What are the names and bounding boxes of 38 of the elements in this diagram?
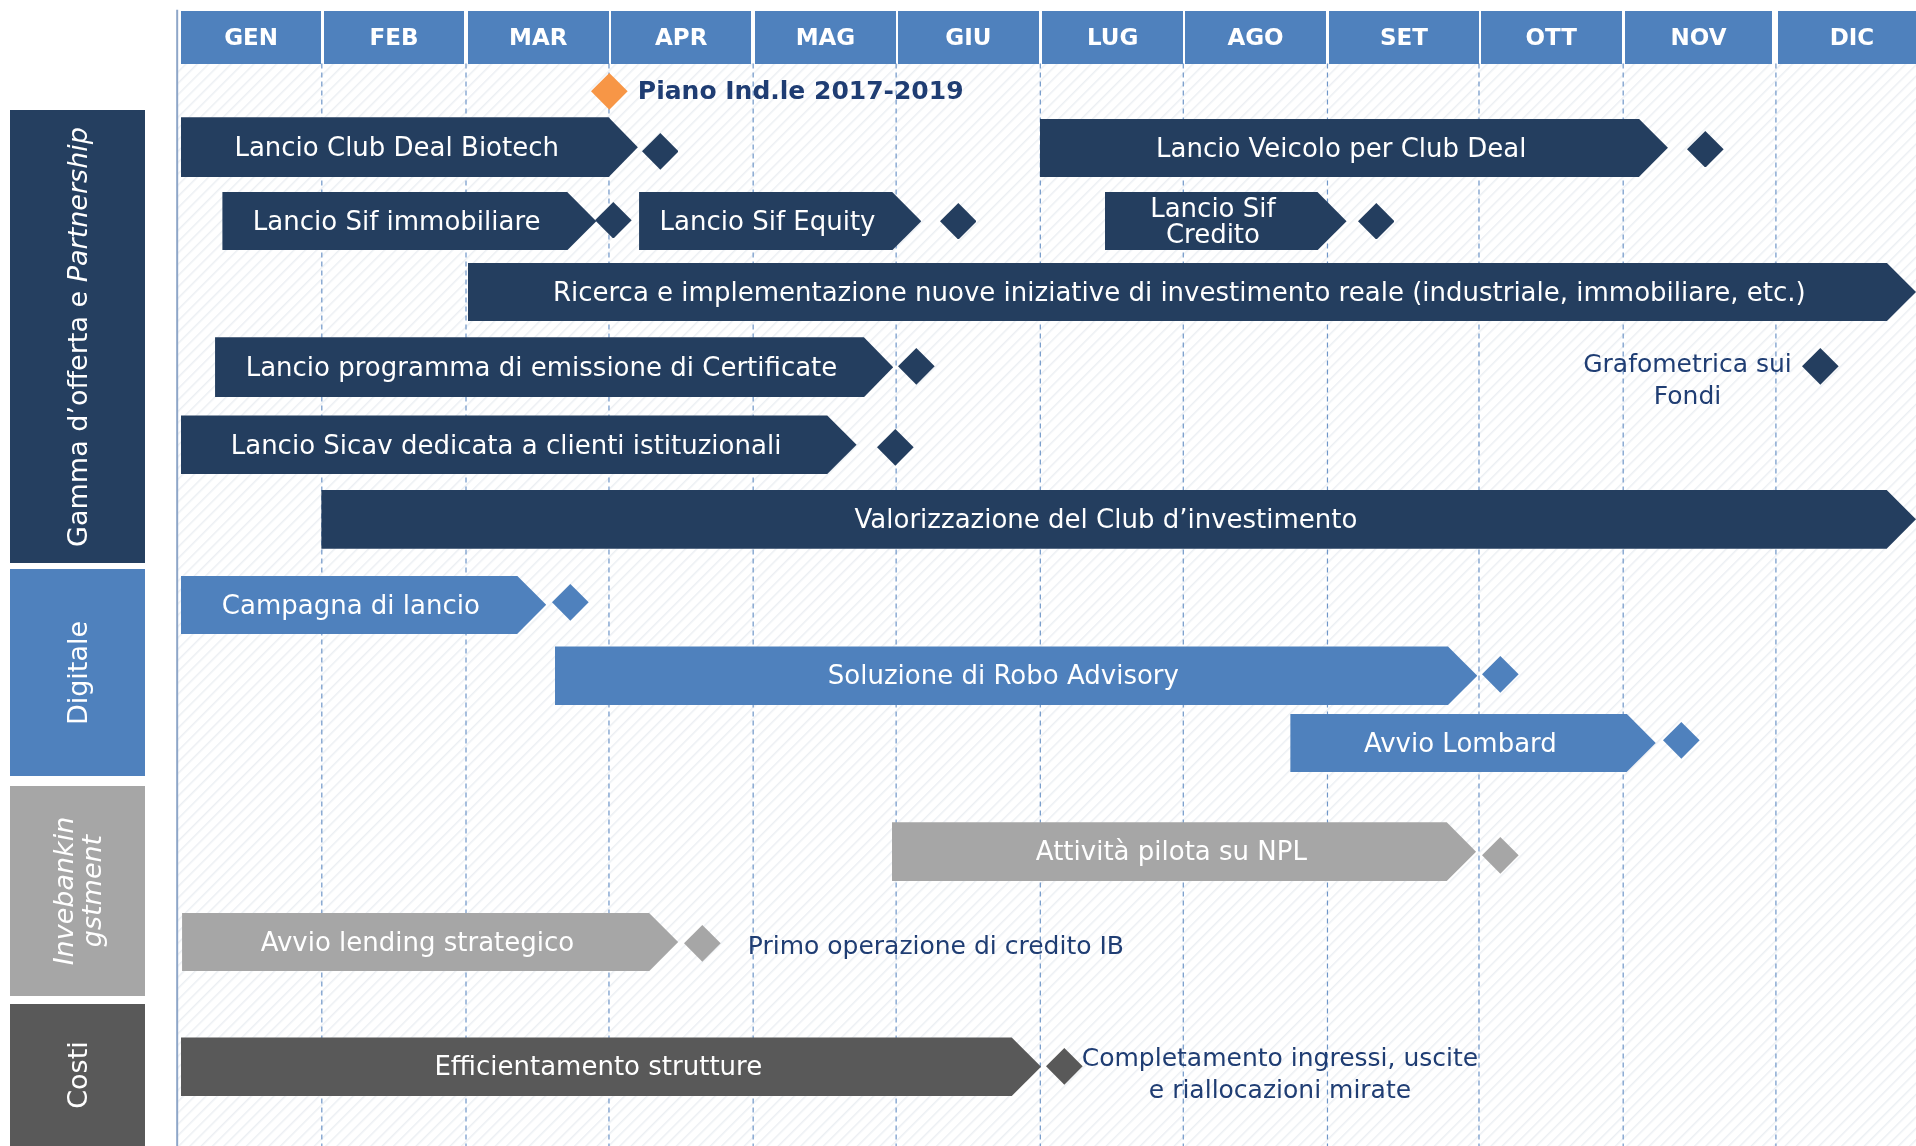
task-bar: Efficientamento strutture bbox=[180, 1037, 1042, 1097]
category-band bbox=[9, 1004, 146, 1146]
category-band bbox=[9, 785, 146, 996]
month-header: APR bbox=[610, 11, 752, 64]
milestone-note: Completamento ingressi, uscite e riallocazioni mirate bbox=[1081, 1042, 1479, 1105]
category-label: Costi bbox=[63, 1040, 92, 1112]
category-label: Gamma d’offerta e Partnership bbox=[63, 125, 92, 549]
task-bar: Avvio Lombard bbox=[1290, 713, 1656, 773]
month-header: MAR bbox=[468, 11, 609, 64]
category-label: Invebankin gstment bbox=[49, 815, 106, 968]
task-bar: Campagna di lancio bbox=[180, 575, 547, 635]
month-header: LUG bbox=[1042, 11, 1183, 64]
month-header: DIC bbox=[1777, 11, 1916, 64]
task-bar: Lancio Sif Credito bbox=[1104, 191, 1347, 251]
category-band bbox=[9, 569, 146, 776]
task-bar: Lancio Club Deal Biotech bbox=[180, 117, 638, 178]
task-bar: Soluzione di Robo Advisory bbox=[554, 646, 1478, 706]
month-header: AGO bbox=[1185, 11, 1326, 64]
task-bar: Ricerca e implementazione nuove iniziative di investimento reale (industriale, immobiliare, etc.) bbox=[468, 262, 1916, 322]
task-bar: Valorizzazione del Club d’investimento bbox=[321, 490, 1916, 549]
milestone-note: Grafometrica sui Fondi bbox=[1582, 348, 1793, 411]
month-header: NOV bbox=[1625, 11, 1772, 64]
category-band bbox=[9, 109, 146, 564]
task-bar: Lancio Veicolo per Club Deal bbox=[1039, 118, 1668, 178]
task-bar: Avvio lending strategico bbox=[182, 912, 679, 972]
task-bar: Attività pilota su NPL bbox=[892, 822, 1477, 881]
category-label: Digitale bbox=[63, 619, 92, 727]
milestone-note: Primo operazione di credito IB bbox=[747, 929, 1125, 962]
task-bar: Lancio Sicav dedicata a clienti istituzionali bbox=[180, 415, 857, 475]
task-bar: Lancio programma di emissione di Certificate bbox=[215, 337, 894, 398]
task-bar: Lancio Sif Equity bbox=[639, 191, 922, 251]
month-header: GEN bbox=[180, 11, 322, 64]
month-header: GIU bbox=[898, 11, 1039, 64]
month-header: SET bbox=[1329, 11, 1479, 64]
month-header: MAG bbox=[755, 11, 896, 64]
month-header: OTT bbox=[1481, 11, 1622, 64]
month-header: FEB bbox=[323, 11, 465, 64]
milestone-note: Piano Ind.le 2017-2019 bbox=[637, 74, 965, 106]
